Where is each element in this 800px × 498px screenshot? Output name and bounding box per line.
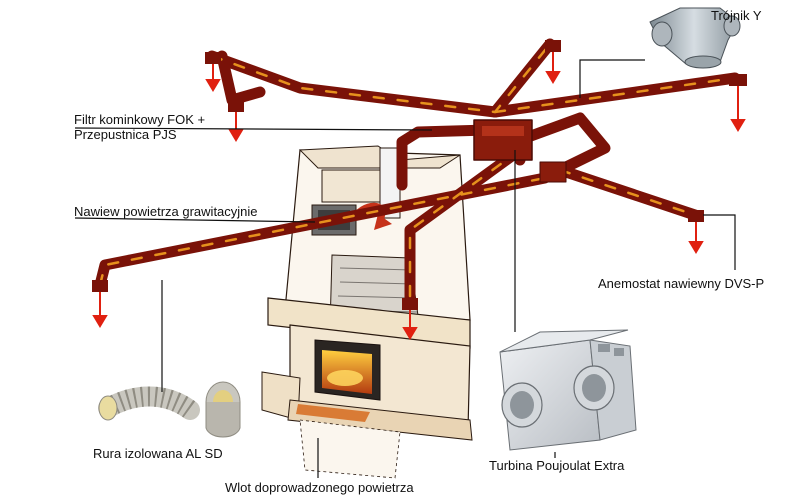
- label-wlot-powietrza: Wlot doprowadzonego powietrza: [225, 480, 414, 495]
- fireplace: [261, 145, 473, 479]
- airflow-arrows: [92, 52, 746, 340]
- label-rura-izolowana: Rura izolowana AL SD: [93, 446, 223, 461]
- duct-network: [92, 38, 747, 310]
- turbina-fan: [499, 329, 637, 451]
- label-filtr-kominkowy: Filtr kominkowy FOK + Przepustnica PJS: [74, 112, 206, 142]
- trojnik-y-fitting: [649, 7, 741, 69]
- label-turbina: Turbina Poujoulat Extra: [489, 458, 625, 473]
- label-anemostat: Anemostat nawiewny DVS-P: [598, 276, 765, 291]
- label-trojnik-y: Trójnik Y: [711, 8, 762, 23]
- label-nawiew-grawitacyjny: Nawiew powietrza grawitacyjnie: [74, 204, 258, 219]
- leader-lines: [74, 59, 736, 478]
- rura-izolowana: [98, 381, 241, 438]
